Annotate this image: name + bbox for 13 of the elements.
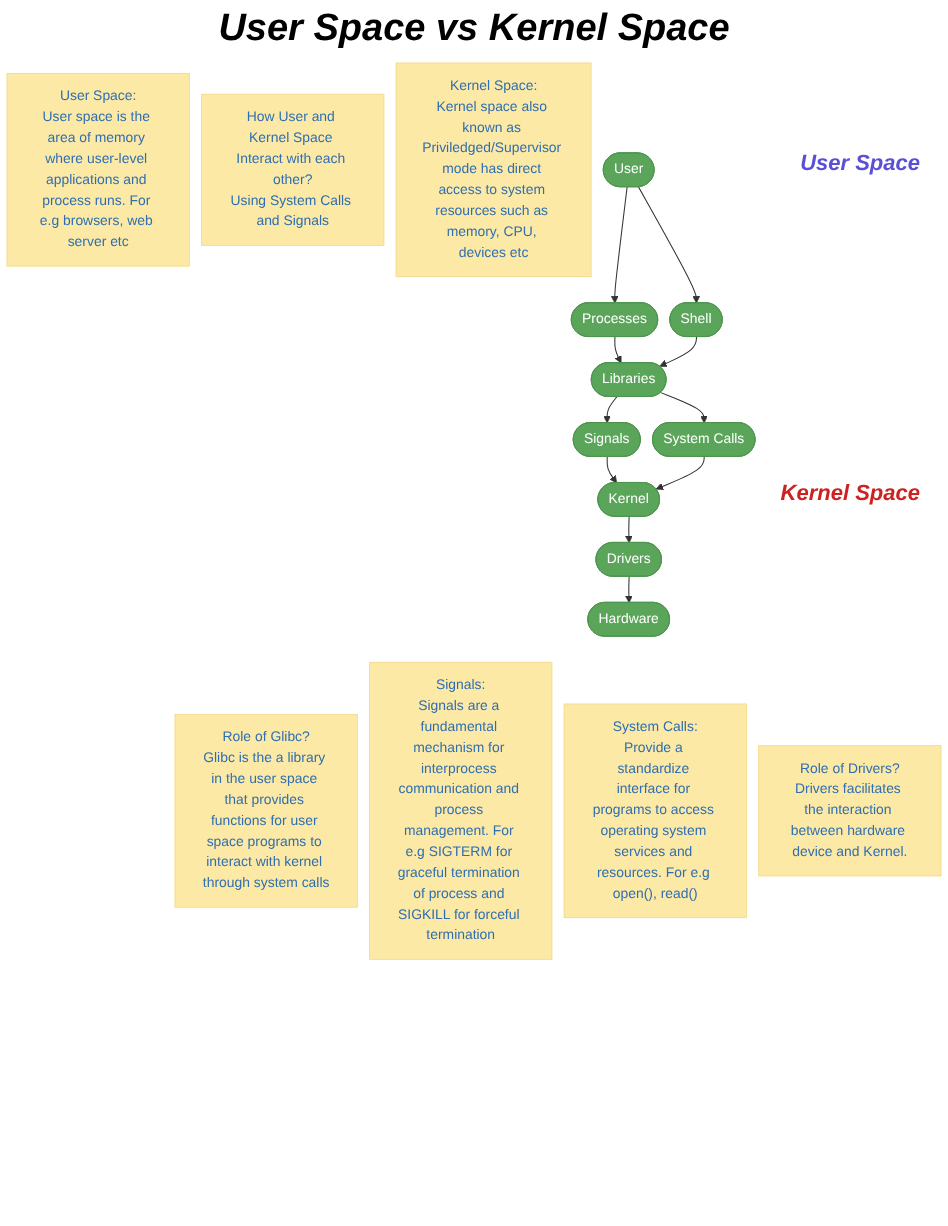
arrow bbox=[660, 392, 708, 424]
region-label: Kernel Space bbox=[780, 482, 920, 507]
arrow bbox=[606, 456, 618, 484]
arrow bbox=[638, 186, 701, 304]
arrow bbox=[603, 396, 618, 424]
region-label: User Space bbox=[800, 152, 920, 177]
diagram-title: User Space vs Kernel Space bbox=[216, 8, 732, 52]
arrow bbox=[655, 456, 705, 490]
arrow bbox=[625, 576, 633, 604]
arrow bbox=[614, 336, 622, 364]
arrow bbox=[610, 186, 628, 304]
arrow bbox=[659, 336, 697, 367]
arrow bbox=[625, 516, 633, 544]
